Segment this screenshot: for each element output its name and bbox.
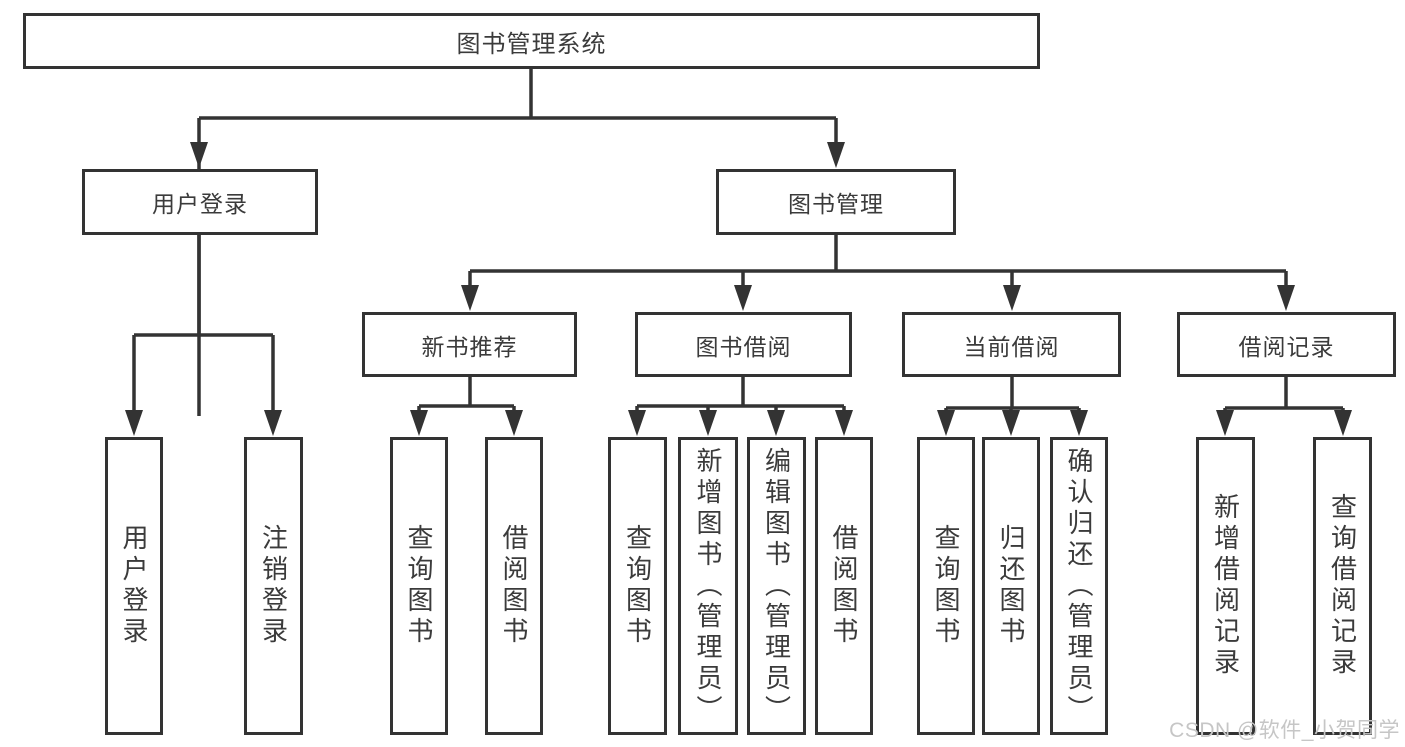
node-confirm-return-admin: 确认归还（管理员） [1050,437,1108,735]
arrow-icon [1003,285,1021,311]
connector-user-login [132,234,275,420]
arrow-icon [1070,410,1088,436]
arrow-icon [461,285,479,311]
node-borrowing-records: 借阅记录 [1177,312,1396,377]
arrow-icon [410,410,428,436]
node-query-books-recommend: 查询图书 [390,437,448,735]
node-book-borrowing: 图书借阅 [635,312,852,377]
node-query-books-borrowing: 查询图书 [608,437,667,735]
node-query-books-current: 查询图书 [917,437,975,735]
connector-root [197,68,838,416]
arrow-icon [628,410,646,436]
node-user-login-branch: 用户登录 [82,169,318,235]
node-add-borrow-record: 新增借阅记录 [1196,437,1255,735]
arrow-icon [125,410,143,436]
arrow-icon [937,410,955,436]
connector-borrowing-records [1223,377,1345,420]
arrow-icon [1277,285,1295,311]
connector-book-borrowing [635,377,846,420]
connector-new-book-recommend [417,377,516,420]
node-borrow-books-leaf: 借阅图书 [815,437,873,735]
node-user-login-leaf: 用户登录 [105,437,163,735]
node-new-book-recommend: 新书推荐 [362,312,577,377]
node-borrow-books-recommend: 借阅图书 [485,437,543,735]
arrow-icon [505,410,523,436]
node-edit-books-admin: 编辑图书（管理员） [747,437,806,735]
arrow-icon [734,285,752,311]
connector-book-management [468,234,1288,295]
arrow-icon [1216,410,1234,436]
node-add-books-admin: 新增图书（管理员） [678,437,738,735]
arrow-icon [1002,410,1020,436]
arrow-icon [827,142,845,168]
node-query-borrow-record: 查询借阅记录 [1313,437,1372,735]
node-return-books: 归还图书 [982,437,1040,735]
node-current-borrowing: 当前借阅 [902,312,1121,377]
arrow-icon [835,410,853,436]
node-book-management: 图书管理 [716,169,956,235]
csdn-watermark: CSDN @软件_小贺同学 [1169,719,1400,742]
arrow-icon [767,410,785,436]
arrow-icon [264,410,282,436]
arrow-icon [190,142,208,168]
node-system: 图书管理系统 [23,13,1040,69]
arrow-icon [1334,410,1352,436]
arrow-icon [699,410,717,436]
node-logout-leaf: 注销登录 [244,437,303,735]
